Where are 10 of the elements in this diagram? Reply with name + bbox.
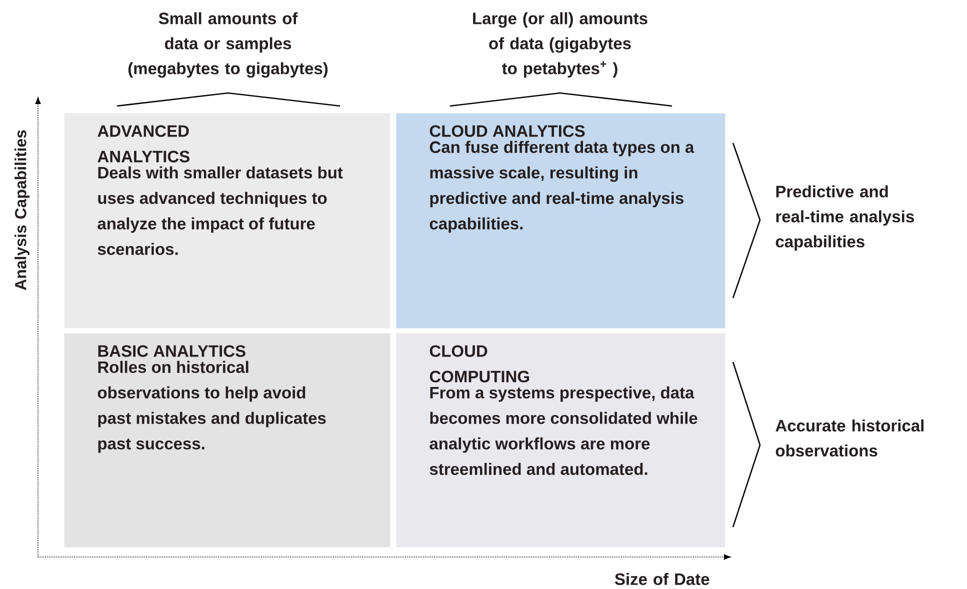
row-description: Predictive and real-time analysis capabilities [776,185,914,251]
quadrant-box: ADVANCED ANALYTICS Deals with smaller datasets but uses advanced techniques to analyze the impact of future scenarios. [64,113,390,328]
column-heading: Large (or all) amounts of data (gigabytes to petabytes$^{+}$ ) [473,12,648,78]
row-description: Accurate historical observations [776,419,924,457]
column-heading: Small amounts of data or samples (megabytes to gigabytes) [128,12,328,78]
axis-label: Analysis Capabilities [14,130,30,290]
axis-label: Size of Date [614,572,710,586]
quadrant-box: BASIC ANALYTICS Rolles on historical observations to help avoid past mistakes and duplicates past success. [64,333,390,548]
quadrant-box: CLOUD ANALYTICS Can fuse different data types on a massive scale, resulting in predictive and real-time analysis capabilities. [396,113,726,328]
quadrant-box: CLOUD COMPUTING From a systems prespective, data becomes more consolidated while analytic workflows are more streemlined and automated. [396,333,726,548]
